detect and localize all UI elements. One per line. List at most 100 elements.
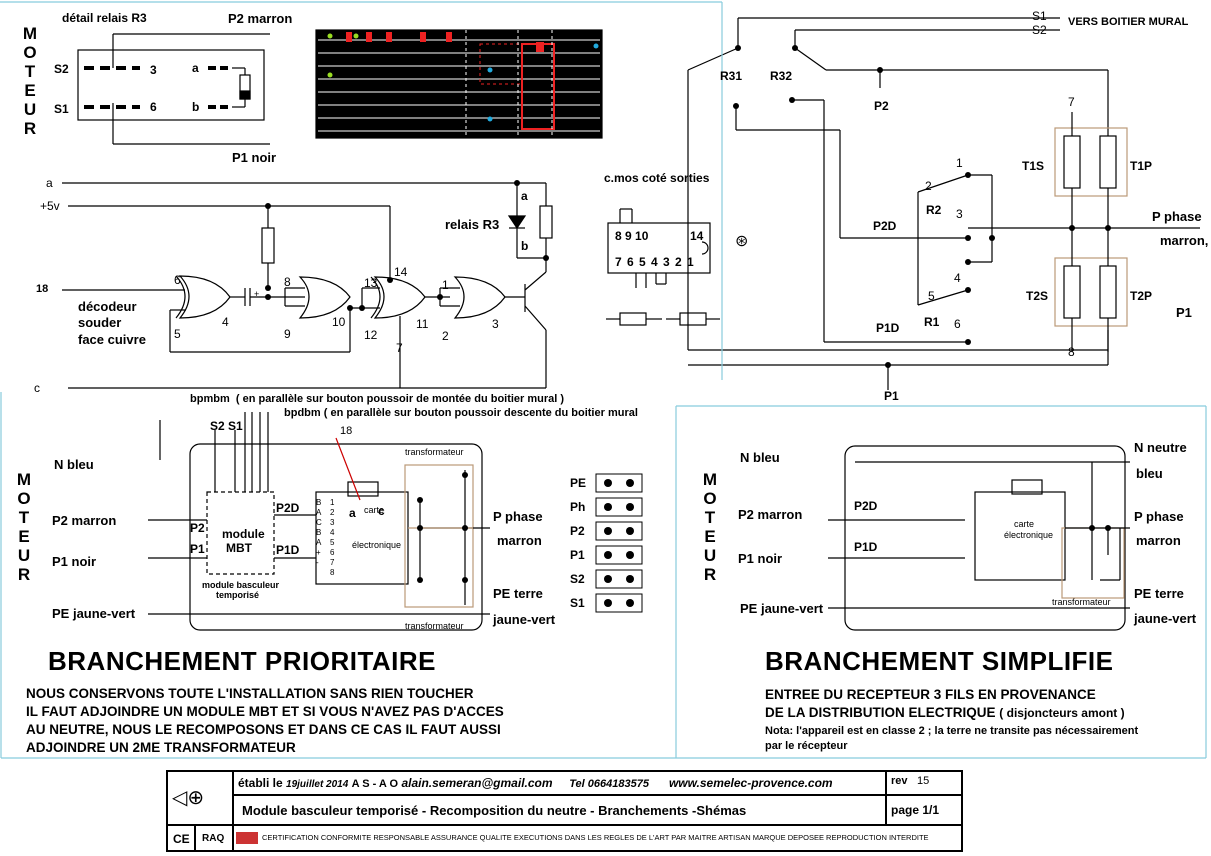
pe-terre-prio: PE terre: [493, 586, 543, 601]
card-a-label: a: [349, 506, 356, 520]
p-phase-simp: P phase: [1134, 509, 1184, 524]
jaune-vert-simp: jaune-vert: [1134, 611, 1197, 626]
nota-line2: par le récepteur: [765, 740, 848, 752]
p2-marron-simp: P2 marron: [738, 507, 803, 522]
pe-jaune-vert-simp: PE jaune-vert: [740, 601, 824, 616]
module-label: module: [222, 527, 265, 541]
connector-symbol-icon: ⊛: [735, 233, 749, 250]
p1-noir-prio: P1 noir: [52, 554, 97, 569]
p-phase-top: P phase: [1152, 209, 1202, 224]
n-bleu-prio: N bleu: [54, 457, 94, 472]
n-neutre-simp: N neutre: [1134, 440, 1187, 455]
jaune-vert-prio: jaune-vert: [493, 612, 556, 627]
pe-terre-simp: PE terre: [1134, 586, 1184, 601]
certification-text: CERTIFICATION CONFORMITE RESPONSABLE ASS…: [262, 833, 929, 842]
transfo-simp: transformateur: [1052, 597, 1111, 607]
branchement-prioritaire-title: BRANCHEMENT PRIORITAIRE: [48, 646, 437, 676]
pin-6: 6: [150, 100, 157, 114]
wire-18-label: 18: [340, 425, 353, 437]
p2-top-label: P2: [874, 99, 889, 113]
rev-label: rev: [891, 775, 908, 787]
node-7: 7: [1068, 95, 1075, 109]
line-a-label: a: [46, 176, 53, 190]
line-5v-label: +5v: [40, 199, 60, 213]
document-title: Module basculeur temporisé - Recompositi…: [242, 803, 747, 818]
t2s-label: T2S: [1026, 289, 1049, 303]
r2-label: R2: [926, 203, 942, 217]
switch-pin-2: 2: [925, 179, 932, 193]
carte-label-simp: carte: [1014, 519, 1035, 529]
page-cell: page 1/1: [886, 795, 962, 825]
marron-top: marron,: [1160, 233, 1209, 248]
t2p-label: T2P: [1130, 289, 1153, 303]
vers-boitier-label: VERS BOITIER MURAL: [1068, 16, 1189, 28]
capacitor-plus: +: [254, 289, 260, 299]
p1d-label: P1D: [876, 321, 900, 335]
gate-pin-14: 14: [394, 265, 408, 279]
decoder-line1: décodeur: [78, 299, 137, 314]
bleu-simp: bleu: [1136, 466, 1163, 481]
veroboard: [315, 29, 603, 139]
module-sub-label: module basculeur: [202, 580, 280, 590]
rev-value: 15: [917, 775, 930, 787]
p2d-label: P2D: [873, 219, 897, 233]
gate-pin-8: 8: [284, 275, 291, 289]
conn-label-p2: P2: [570, 524, 585, 538]
input-18-label: 18: [36, 283, 49, 295]
conn-label-s1: S1: [570, 596, 585, 610]
gate-pin-1: 1: [442, 278, 449, 292]
etabli-line: établi le 19juillet 2014 A S - A O alain…: [238, 776, 833, 790]
raq-cell: RAQ: [195, 825, 233, 851]
pin-b: b: [192, 100, 200, 114]
card-c-label: c: [378, 504, 385, 518]
switch-pin-1: 1: [956, 156, 963, 170]
p1-bottom-label: P1: [884, 389, 899, 403]
relay-b-label: b: [521, 239, 529, 253]
gate-pin-6: 6: [174, 273, 181, 287]
title-cell: Module basculeur temporisé - Recompositi…: [233, 795, 886, 825]
pin-3: 3: [150, 63, 157, 77]
p1d-prio: P1D: [276, 543, 300, 557]
header-cell: établi le 19juillet 2014 A S - A O alain…: [233, 771, 886, 795]
relay-r3-label: relais R3: [445, 217, 500, 232]
transfo-top-prio: transformateur: [405, 447, 464, 457]
target-logo-icon: ◁⊕: [172, 787, 205, 809]
gate-pin-12: 12: [364, 328, 378, 342]
p1-noir-simp: P1 noir: [738, 551, 783, 566]
gate-pin-4: 4: [222, 315, 229, 329]
switch-pin-6: 6: [954, 317, 961, 331]
bpdbm-label: bpdbm ( en parallèle sur bouton poussoir…: [284, 407, 638, 419]
prioritaire-text: NOUS CONSERVONS TOUTE L'INSTALLATION SAN…: [26, 686, 504, 755]
ce-mark: CE: [173, 832, 190, 846]
electronique-label-simp: électronique: [1004, 530, 1054, 540]
r1-label: R1: [924, 315, 940, 329]
gate-pin-9: 9: [284, 327, 291, 341]
gate-pin-7: 7: [396, 341, 403, 355]
cmos-top-pins: 8 9 10: [615, 229, 649, 243]
cmos-pin14: 14: [690, 229, 704, 243]
conn-label-p1: P1: [570, 548, 585, 562]
carte-label-prio: carte: [364, 505, 385, 515]
p1-right-label: P1: [1176, 305, 1192, 320]
t1s-label: T1S: [1022, 159, 1045, 173]
cert-cell: CERTIFICATION CONFORMITE RESPONSABLE ASS…: [233, 825, 962, 851]
logo-cell: ◁⊕: [167, 771, 233, 825]
p-phase-prio: P phase: [493, 509, 543, 524]
module-sub-label2: temporisé: [216, 590, 260, 600]
ce-cell: CE: [167, 825, 195, 851]
conn-label-ph: Ph: [570, 500, 586, 514]
conn-label-s2: S2: [570, 572, 585, 586]
relay-detail-box: [77, 49, 265, 121]
marron-simp: marron: [1136, 533, 1181, 548]
node-8: 8: [1068, 345, 1075, 359]
cmos-bottom-pins: 7 6 5 4 3 2 1: [615, 255, 695, 269]
p1d-simp: P1D: [854, 540, 878, 554]
conn-label-pe: PE: [570, 476, 587, 490]
p1-noir-label: P1 noir: [232, 150, 277, 165]
p2-marron-label: P2 marron: [228, 11, 293, 26]
simplifie-text: ENTREE DU RECEPTEUR 3 FILS EN PROVENANCE…: [765, 687, 1125, 720]
p2-box-label: P2: [190, 521, 205, 535]
